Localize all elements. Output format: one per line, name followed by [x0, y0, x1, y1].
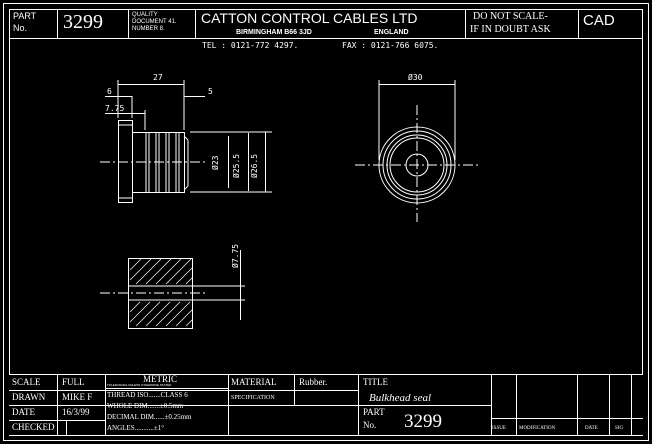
dim-5: 5: [208, 87, 213, 96]
header-part-label-2: No.: [13, 23, 28, 33]
checked-label: CHECKED: [12, 422, 55, 432]
tb-part-label-1: PART: [363, 407, 385, 417]
drawn-label: DRAWN: [12, 392, 46, 402]
title-value: Bulkhead seal: [369, 392, 432, 404]
side-view: [100, 80, 272, 203]
material-value: Rubber.: [299, 377, 328, 387]
company-country: ENGLAND: [374, 29, 409, 36]
tol-decimal: DECIMAL DIM......±0.25mm: [107, 413, 192, 421]
tol-thread: THREAD ISO.......CLASS 6: [107, 391, 188, 399]
dim-27: 27: [153, 73, 163, 82]
date-col-label: DATE: [585, 426, 598, 431]
header-part-label-1: PART: [13, 11, 37, 21]
scale-warning-2: IF IN DOUBT ASK: [470, 24, 551, 35]
quality-line-1: QUALITY: [132, 12, 158, 18]
scale-value: FULL: [62, 377, 85, 387]
sig-label: SIG: [615, 426, 624, 431]
company-city: BIRMINGHAM B66 3JD: [236, 29, 312, 36]
cad-label: CAD: [583, 12, 615, 29]
issue-label: ISSUE: [492, 426, 506, 431]
scale-warning-1: DO NOT SCALE-: [473, 11, 548, 22]
scale-label: SCALE: [12, 377, 41, 387]
dim-dia-26-5: Ø26.5: [250, 153, 259, 178]
dim-dia-7-75: Ø7.75: [231, 243, 240, 268]
dim-dia-25-5: Ø25.5: [232, 153, 241, 178]
quality-line-3: NUMBER 8.: [132, 26, 165, 32]
dim-dia-23: Ø23: [211, 155, 220, 170]
specification-label: SPECIFICATION: [231, 395, 275, 401]
tb-part-label-2: No.: [363, 420, 377, 430]
front-view: [355, 80, 480, 222]
header-part-number: 3299: [63, 11, 103, 33]
drawing-area: [9, 38, 643, 375]
company-name: CATTON CONTROL CABLES LTD: [201, 10, 418, 26]
company-tel: TEL : 0121-772 4297.: [202, 41, 299, 50]
company-fax: FAX : 0121-766 6075.: [342, 41, 439, 50]
dim-6: 6: [107, 87, 112, 96]
outer-frame: [3, 3, 649, 441]
title-label: TITLE: [363, 377, 388, 387]
date-label: DATE: [12, 407, 35, 417]
section-view: [100, 250, 245, 329]
tb-part-number: 3299: [404, 411, 442, 432]
tol-angles: ANGLES...........±1°: [107, 424, 165, 432]
modification-label: MODIFICATION: [519, 426, 556, 431]
dim-dia-30: Ø30: [408, 73, 423, 82]
quality-line-2: DOCUMENT 41.: [132, 19, 177, 25]
material-label: MATERIAL: [231, 377, 277, 387]
metric-subtitle: TOLERANCES UNLESS OTHERWISE STATED: [107, 383, 172, 387]
drawn-value: MIKE F: [62, 392, 93, 402]
tol-whole: WHOLE DIM.......±0.5mm: [107, 402, 184, 410]
metric-label: METRIC: [143, 374, 178, 384]
dim-7-75: 7.75: [105, 104, 125, 113]
date-value: 16/3/99: [62, 407, 90, 417]
